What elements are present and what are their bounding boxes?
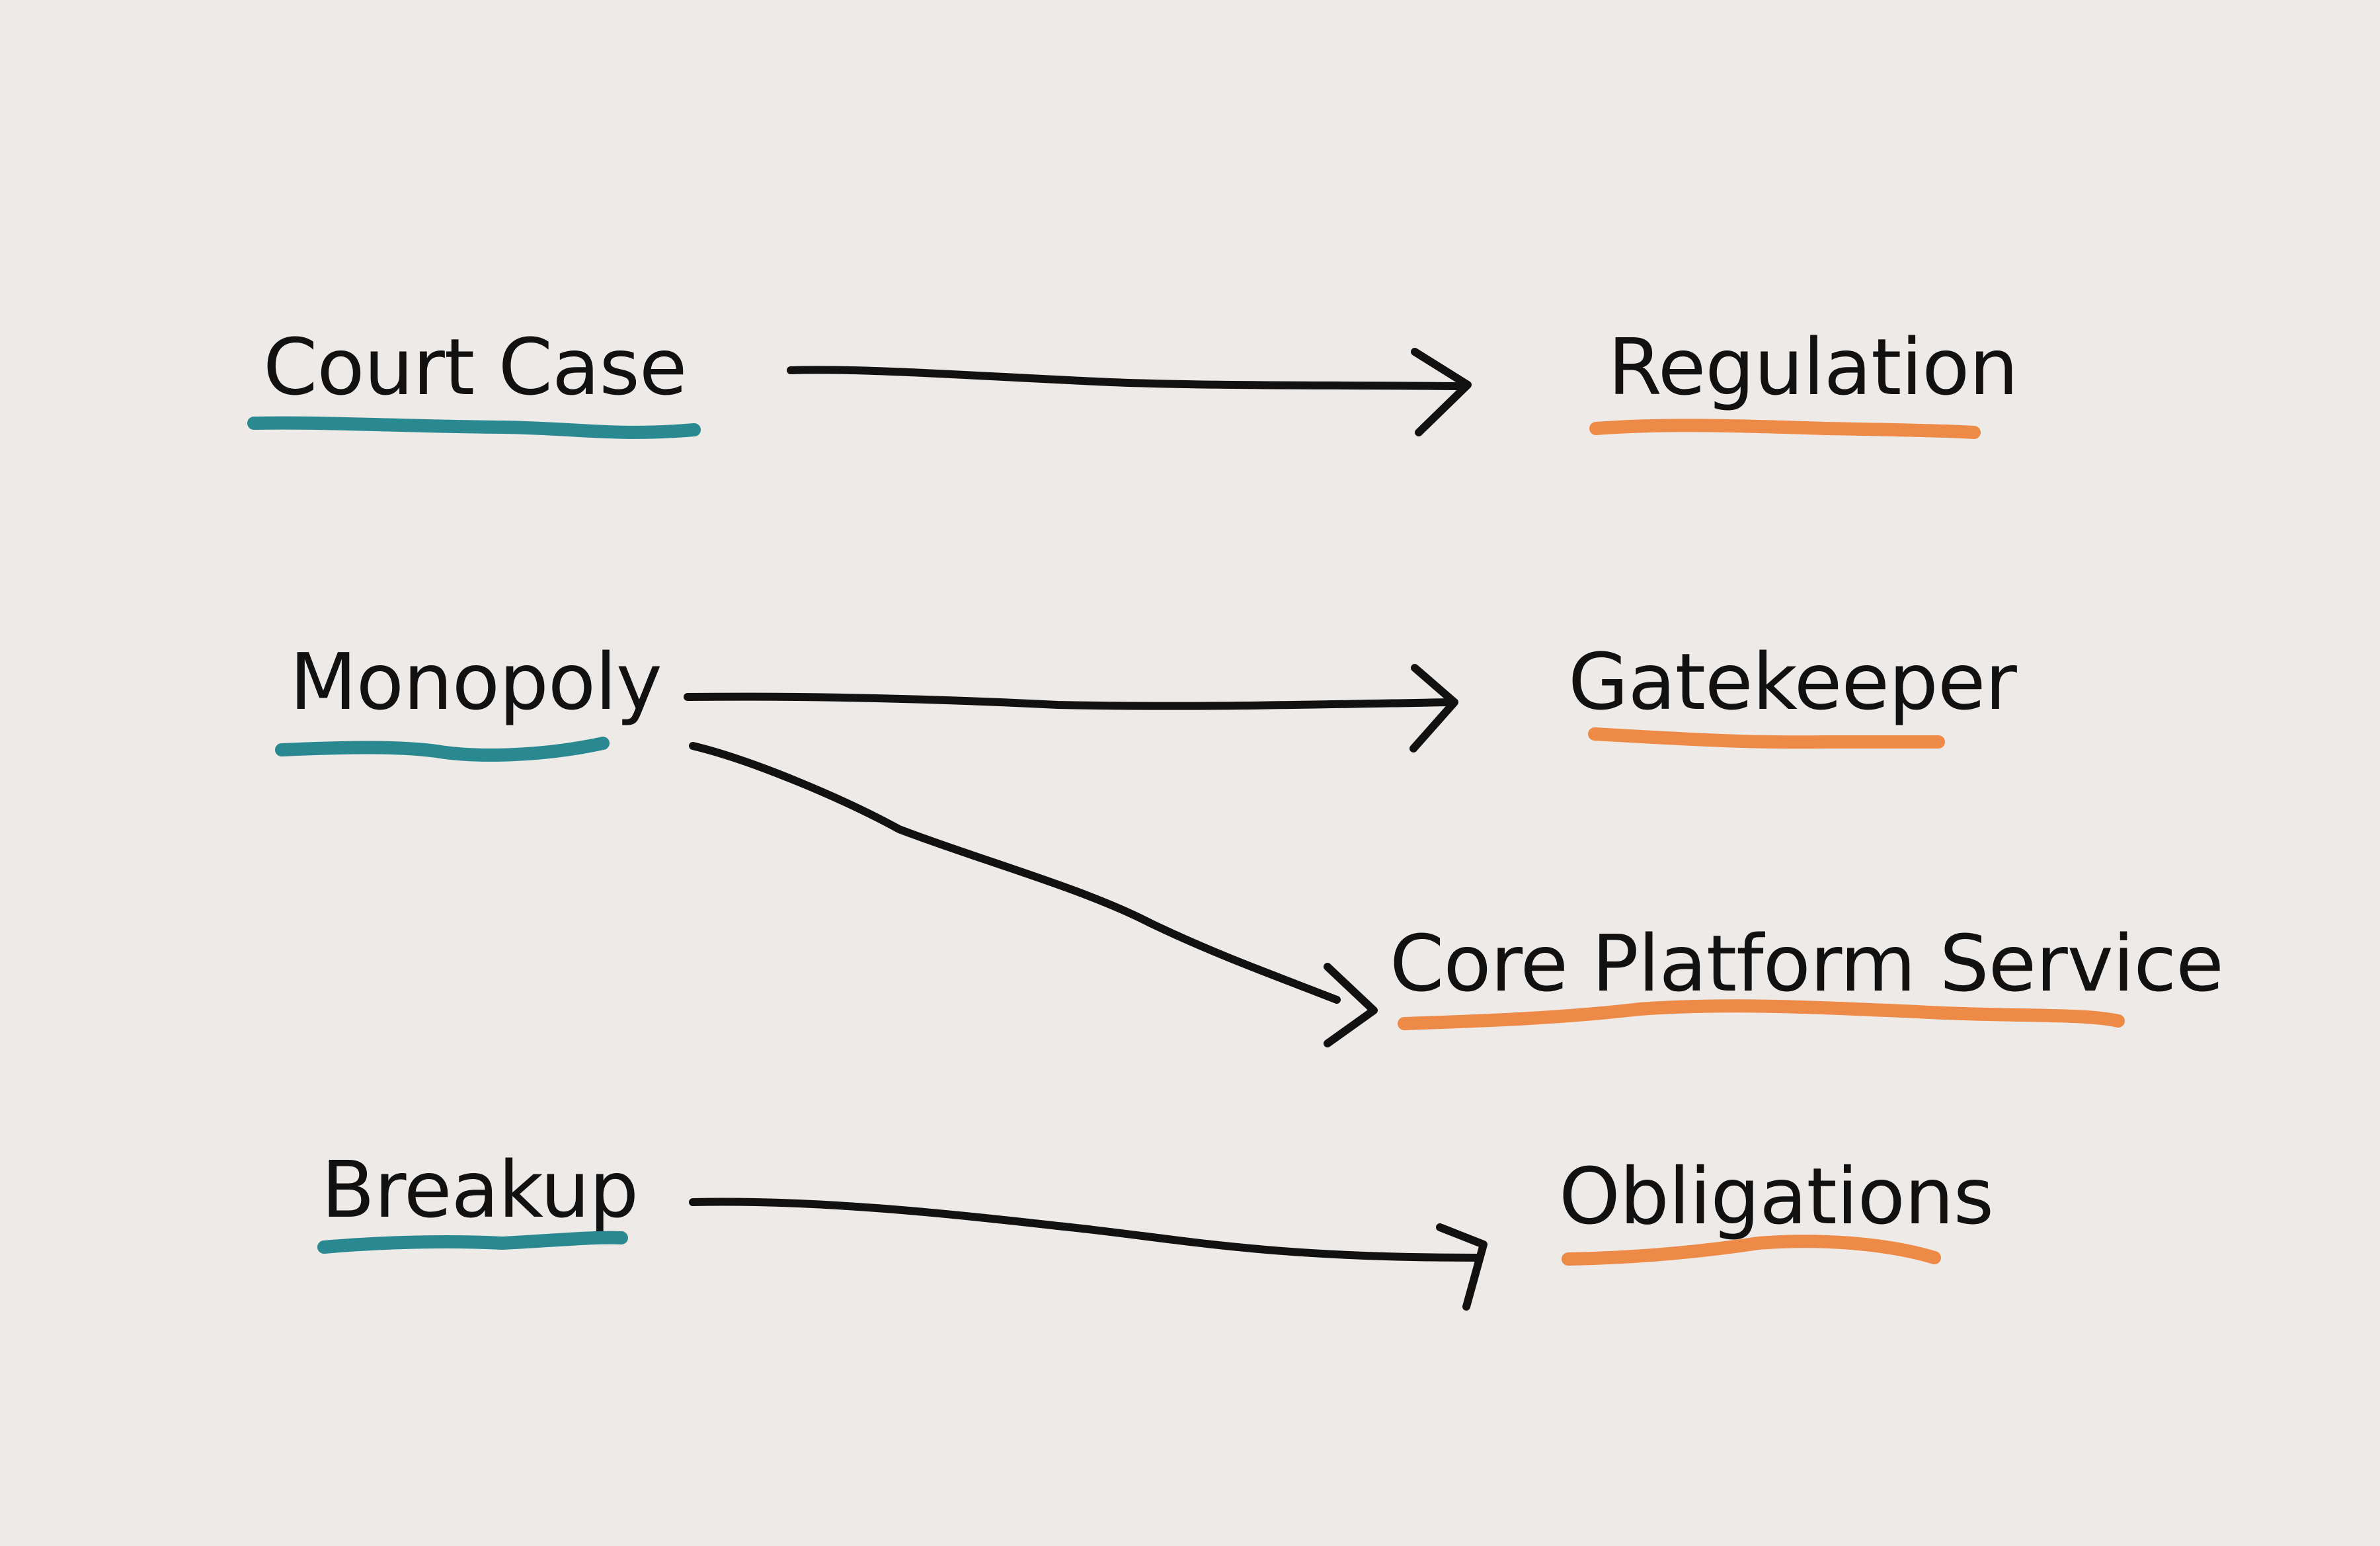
underline-obligations	[1562, 1235, 1941, 1266]
term-breakup: Breakup	[321, 1144, 638, 1235]
term-obligations: Obligations	[1559, 1151, 1993, 1242]
underline-gatekeeper	[1588, 727, 1945, 749]
term-monopoly: Monopoly	[290, 636, 662, 727]
arrow-monopoly-to-gatekeeper	[684, 664, 1458, 753]
underline-core-platform-service	[1398, 999, 2125, 1030]
term-regulation: Regulation	[1608, 321, 2018, 413]
arrow-breakup-to-obligations	[689, 1198, 1488, 1311]
arrow-court-case-to-regulation	[787, 348, 1472, 436]
underline-breakup	[317, 1231, 628, 1254]
underline-court-case	[247, 416, 701, 439]
term-core-platform-service: Core Platform Service	[1390, 918, 2223, 1009]
term-gatekeeper: Gatekeeper	[1568, 636, 2017, 727]
term-court-case: Court Case	[263, 321, 686, 413]
underline-regulation	[1589, 419, 1981, 439]
arrow-monopoly-to-core-platform-service	[689, 742, 1378, 1047]
underline-monopoly	[275, 737, 610, 762]
